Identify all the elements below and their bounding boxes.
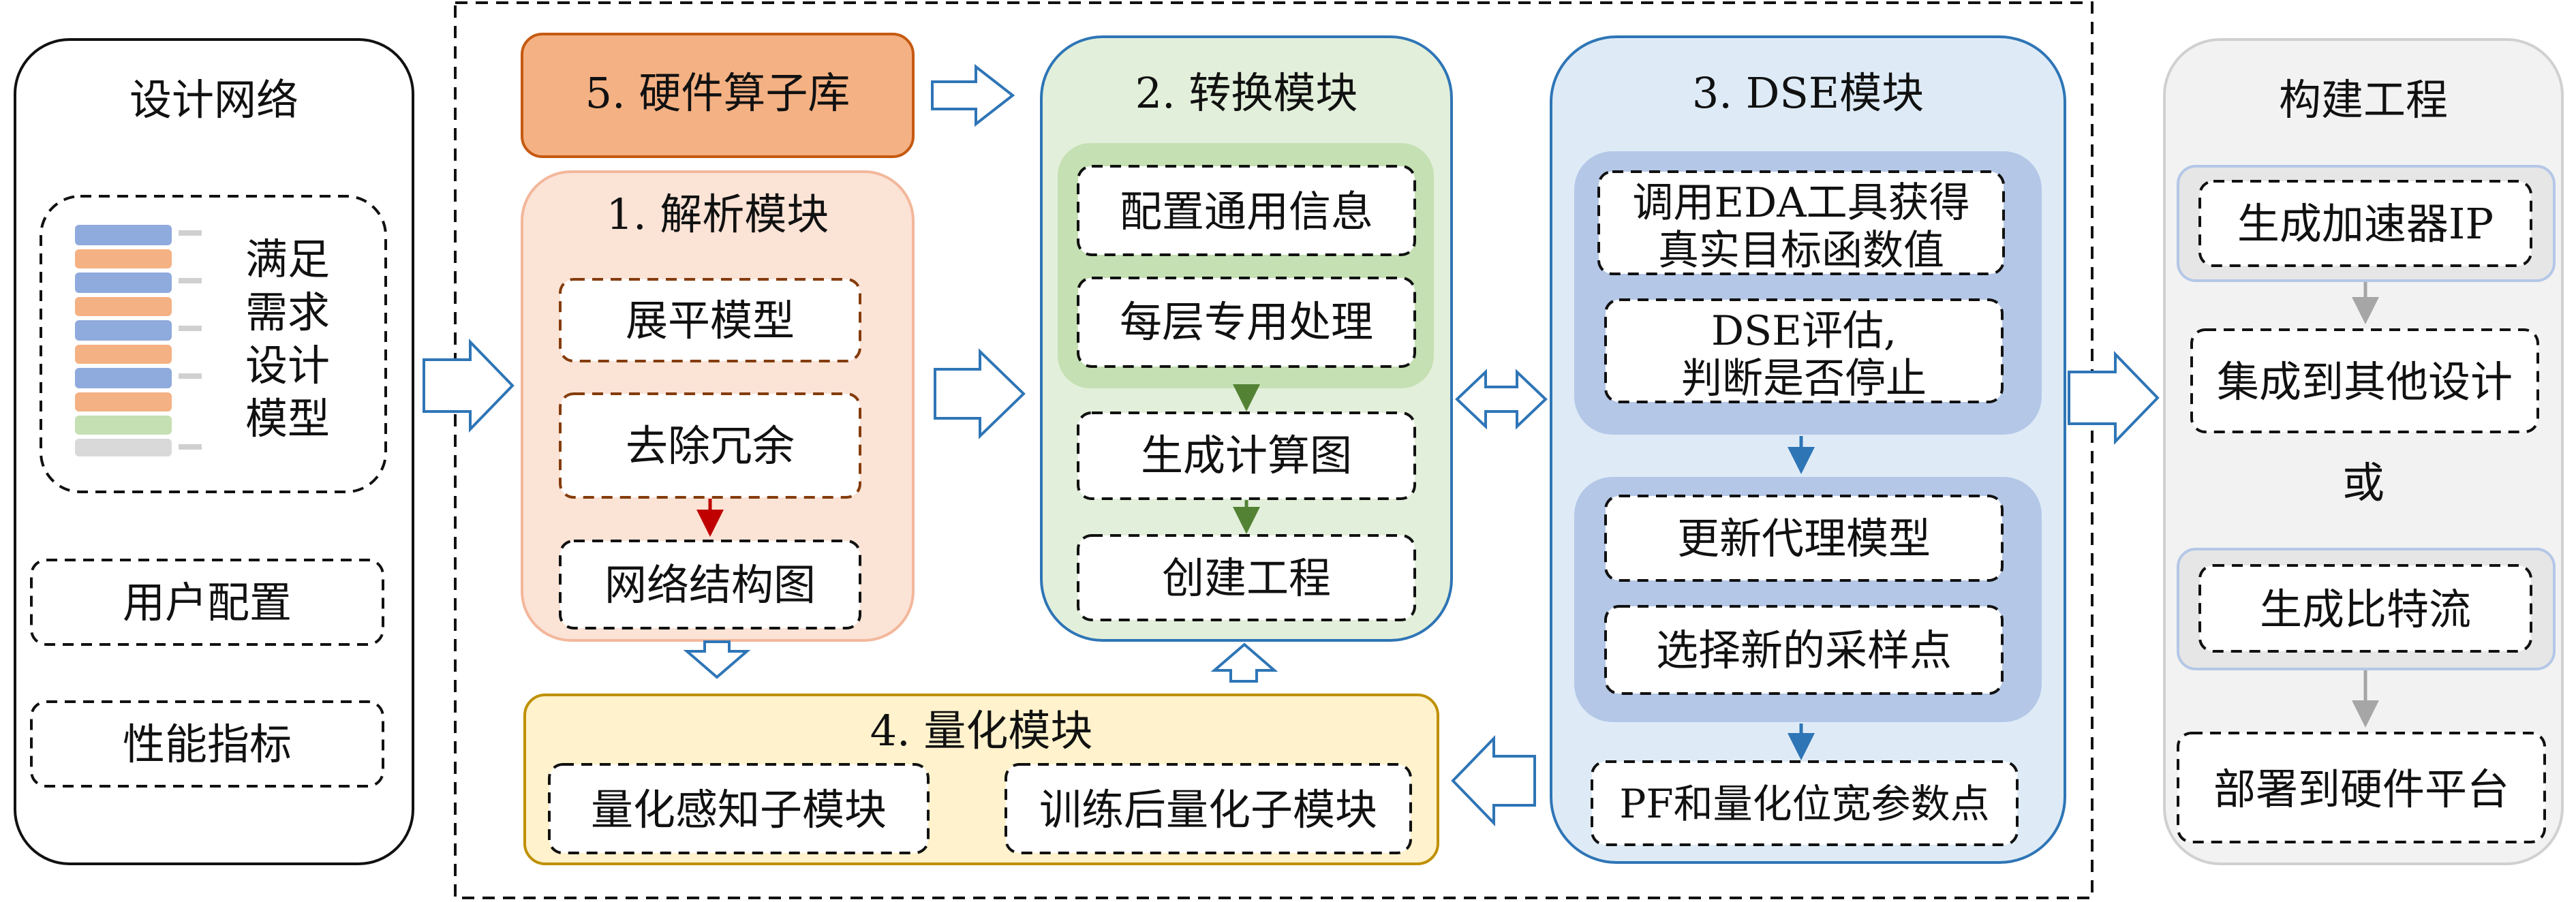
build-gen-bitstream-label: 生成比特流 bbox=[2260, 585, 2471, 634]
convert-step-box bbox=[1077, 165, 1416, 256]
arrow-right-icon bbox=[423, 339, 515, 433]
quant-qat-box bbox=[548, 763, 930, 854]
parse-module-title: 1. 解析模块 bbox=[607, 189, 829, 239]
dse-judge-line-1: DSE评估, bbox=[1711, 307, 1897, 355]
model-group bbox=[40, 195, 387, 493]
arrow-left-icon bbox=[1451, 735, 1536, 826]
user-config-box bbox=[30, 559, 384, 646]
quant-ptq-box bbox=[1005, 763, 1412, 854]
dse-step-box bbox=[1591, 760, 2019, 846]
parse-step-graph: 网络结构图 bbox=[604, 560, 816, 610]
dse-step-box bbox=[1604, 298, 2004, 403]
design-network-title: 设计网络 bbox=[129, 75, 298, 125]
build-panel: 构建工程 生成加速器IP 集成到其他设计 或 生成比特流 部署到硬件平台 bbox=[2163, 38, 2564, 865]
parse-step-dedup: 去除冗余 bbox=[626, 421, 795, 471]
build-step-box bbox=[2190, 328, 2539, 433]
dse-eval-line-2: 真实目标函数值 bbox=[1658, 227, 1944, 275]
hw-library-box: 5. 硬件算子库 bbox=[521, 33, 915, 158]
build-step-box bbox=[2198, 564, 2532, 653]
convert-step-layer: 每层专用处理 bbox=[1120, 297, 1373, 347]
build-gen-ip-label: 生成加速器IP bbox=[2237, 199, 2494, 249]
framework-border bbox=[454, 1, 2094, 899]
parse-step-box bbox=[559, 392, 861, 499]
convert-step-config: 配置通用信息 bbox=[1120, 187, 1373, 236]
arrow-right-icon bbox=[934, 348, 1026, 439]
dse-step-box bbox=[1604, 495, 2004, 582]
network-layers-icon bbox=[75, 225, 202, 456]
perf-metrics-label: 性能指标 bbox=[123, 719, 292, 769]
arrow-down-icon bbox=[683, 640, 751, 679]
double-arrow-icon bbox=[1455, 369, 1548, 430]
arrow-right-icon bbox=[931, 63, 1015, 127]
parse-step-box bbox=[559, 278, 861, 362]
dse-update-label: 更新代理模型 bbox=[1677, 514, 1931, 563]
dse-eval-line-1: 调用EDA工具获得 bbox=[1632, 179, 1969, 227]
parse-module: 1. 解析模块 展平模型 去除冗余 网络结构图 bbox=[521, 170, 915, 642]
quant-module-title: 4. 量化模块 bbox=[870, 706, 1093, 756]
model-line-1: 满足 bbox=[245, 234, 330, 284]
dse-judge-line-2: 判断是否停止 bbox=[1681, 355, 1927, 403]
convert-step-box bbox=[1077, 411, 1416, 500]
user-config-label: 用户配置 bbox=[123, 578, 292, 627]
hw-library-label: 5. 硬件算子库 bbox=[585, 68, 850, 118]
dse-select-label: 选择新的采样点 bbox=[1656, 625, 1952, 675]
convert-step-graph: 生成计算图 bbox=[1141, 431, 1352, 480]
build-panel-title: 构建工程 bbox=[2279, 75, 2448, 125]
convert-module: 2. 转换模块 配置通用信息 每层专用处理 生成计算图 创建工程 bbox=[1040, 35, 1453, 642]
build-step-box bbox=[2177, 732, 2546, 843]
model-line-4: 模型 bbox=[245, 394, 330, 444]
build-integrate-label: 集成到其他设计 bbox=[2217, 357, 2513, 407]
dse-module: 3. DSE模块 调用EDA工具获得 真实目标函数值 DSE评估, 判断是否停止… bbox=[1550, 35, 2066, 864]
convert-module-title: 2. 转换模块 bbox=[1135, 68, 1358, 118]
dse-step-box bbox=[1597, 170, 2005, 275]
arrow-up-icon bbox=[1210, 642, 1278, 683]
design-network-panel: 设计网络 满足 需求 设计 模型 用户配置 性能指标 bbox=[14, 38, 414, 865]
convert-step-box bbox=[1077, 534, 1416, 621]
perf-metrics-box bbox=[30, 700, 384, 788]
dse-step-box bbox=[1604, 605, 2004, 695]
arrow-right-icon bbox=[2068, 351, 2160, 445]
convert-step-box bbox=[1077, 277, 1416, 368]
build-step-box bbox=[2198, 180, 2532, 267]
dse-result-label: PF和量化位宽参数点 bbox=[1619, 781, 1989, 827]
convert-step-project: 创建工程 bbox=[1162, 553, 1331, 603]
quant-module: 4. 量化模块 量化感知子模块 训练后量化子模块 bbox=[523, 694, 1439, 865]
model-line-2: 需求 bbox=[245, 287, 330, 337]
parse-step-flatten: 展平模型 bbox=[626, 296, 795, 345]
model-line-3: 设计 bbox=[245, 341, 330, 390]
quant-qat-label: 量化感知子模块 bbox=[591, 785, 887, 835]
quant-ptq-label: 训练后量化子模块 bbox=[1039, 785, 1377, 835]
build-or-label: 或 bbox=[2342, 458, 2385, 508]
parse-step-box bbox=[559, 540, 861, 629]
build-deploy-label: 部署到硬件平台 bbox=[2213, 764, 2509, 814]
dse-module-title: 3. DSE模块 bbox=[1692, 68, 1924, 118]
